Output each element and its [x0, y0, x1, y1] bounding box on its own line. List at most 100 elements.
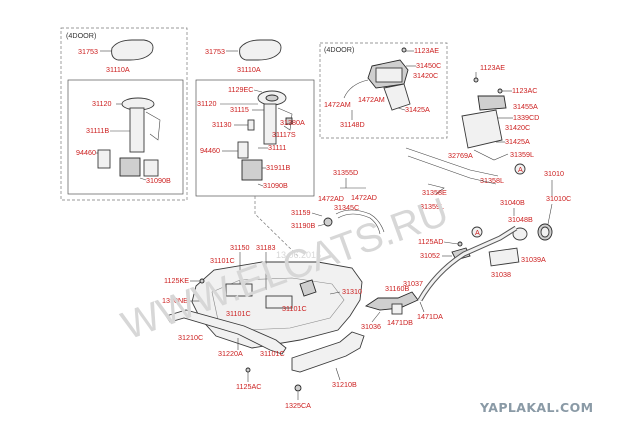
label-32769a: 32769A	[448, 151, 473, 160]
label-31425a-b: 31425A	[505, 137, 530, 146]
label-31380a: 31380A	[280, 118, 305, 127]
label-1472am-a: 1472AM	[324, 100, 351, 109]
canister-top	[375, 67, 403, 83]
label-31190b: 31190B	[291, 221, 315, 230]
label-31420c-b: 31420C	[505, 123, 530, 132]
label-31358l: 31358L	[480, 176, 504, 185]
strainer	[97, 149, 111, 169]
clip	[247, 119, 255, 131]
hose-clamp	[391, 303, 403, 315]
leader	[443, 241, 459, 245]
label-94460-b: 94460	[200, 146, 220, 155]
bolt	[457, 241, 463, 247]
label-31148d: 31148D	[340, 120, 365, 129]
bolt	[199, 278, 205, 284]
filler-housing	[512, 227, 528, 241]
frame-4door-right	[319, 42, 448, 139]
label-94460-a: 94460	[76, 148, 96, 157]
label-31111b-a: 31111B	[86, 126, 109, 135]
filler-neck-pipe-inner	[418, 226, 517, 301]
marker-a-1: A	[518, 165, 523, 174]
label-1125ke: 1125KE	[164, 276, 189, 285]
label-1123ac: 1123AC	[512, 86, 537, 95]
pump-cover-plate	[111, 39, 154, 61]
filler-door-seal	[488, 247, 520, 267]
vent-hose	[337, 213, 381, 235]
label-31117s: 31117S	[272, 130, 296, 139]
label-31753-a: 31753	[78, 47, 98, 56]
label-31455a: 31455A	[513, 102, 538, 111]
label-31010c: 31010C	[546, 194, 571, 203]
label-31359l-b: 31359L	[420, 202, 444, 211]
vapor-hose	[405, 147, 499, 177]
leader	[397, 107, 406, 111]
label-31120-a: 31120	[92, 99, 111, 108]
label-31039a: 31039A	[521, 255, 546, 264]
label-1390nb: 1390NB	[162, 296, 188, 305]
label-1471da: 1471DA	[417, 312, 443, 321]
label-31450c: 31450C	[416, 61, 441, 70]
frame-pump-assembly-left	[67, 79, 184, 195]
float-arm	[145, 111, 161, 141]
label-31220a: 31220A	[218, 349, 243, 358]
label-31101c-b: 31101C	[226, 309, 251, 318]
label-1125ac: 1125AC	[236, 382, 261, 391]
label-31753-b: 31753	[205, 47, 225, 56]
label-31130: 31130	[212, 120, 231, 129]
label-31210c: 31210C	[178, 333, 203, 342]
label-31037: 31037	[403, 279, 423, 288]
label-31183: 31183	[256, 243, 275, 252]
label-31052: 31052	[420, 251, 440, 260]
label-31038: 31038	[491, 270, 511, 279]
label-31110a-a: 31110A	[106, 65, 130, 74]
label-31048b: 31048B	[508, 215, 533, 224]
label-1472ad-b: 1472AD	[351, 193, 377, 202]
label-31150: 31150	[230, 243, 249, 252]
label-31355d: 31355D	[333, 168, 358, 177]
bolt	[497, 88, 503, 94]
label-31101c-a: 31101C	[210, 256, 235, 265]
label-31425a-a: 31425A	[405, 105, 430, 114]
level-sender	[285, 117, 293, 125]
vent-hose	[335, 209, 385, 233]
label-1125ad: 1125AD	[418, 237, 443, 246]
pump-motor	[241, 159, 263, 181]
pump-motor	[119, 157, 141, 177]
rollover-valve	[323, 217, 333, 227]
label-31120-b: 31120	[197, 99, 216, 108]
pump-tube	[263, 103, 277, 145]
tank-strap-left	[165, 309, 287, 355]
tank-plate	[265, 295, 293, 309]
tank-fitting	[299, 279, 317, 297]
label-31115: 31115	[230, 105, 249, 114]
bolt	[245, 367, 251, 373]
canister-bracket	[477, 95, 507, 111]
label-4door-right: (4DOOR)	[324, 45, 354, 54]
label-4door-left: (4DOOR)	[66, 31, 96, 40]
marker-a-circle	[471, 226, 483, 238]
label-31010: 31010	[544, 169, 564, 178]
canister-body	[461, 109, 503, 149]
pump-tube	[129, 107, 145, 153]
label-31111: 31111	[268, 143, 286, 152]
label-31210b: 31210B	[332, 380, 357, 389]
label-1471db: 1471DB	[387, 318, 413, 327]
vapor-line	[473, 149, 509, 161]
pump-cover-plate	[239, 39, 282, 61]
hose-clip	[427, 183, 445, 195]
label-31310: 31310	[342, 287, 362, 296]
filler-cap-inner	[540, 226, 550, 238]
label-1339cd: 1339CD	[513, 113, 539, 122]
watermark-date: 13.06.2015	[276, 250, 321, 260]
leader	[371, 311, 381, 323]
label-1123ae-a: 1123AE	[414, 46, 439, 55]
frame-4door-left	[60, 27, 188, 201]
label-31090b-a: 31090B	[146, 176, 171, 185]
leader	[340, 178, 366, 189]
vapor-hose	[407, 155, 497, 185]
canister-body	[383, 83, 411, 111]
leader	[257, 183, 264, 187]
label-1472am-b: 1472AM	[358, 95, 385, 104]
label-31420c-a: 31420C	[413, 71, 438, 80]
site-mark: YAPLAKAL.COM	[479, 400, 593, 415]
